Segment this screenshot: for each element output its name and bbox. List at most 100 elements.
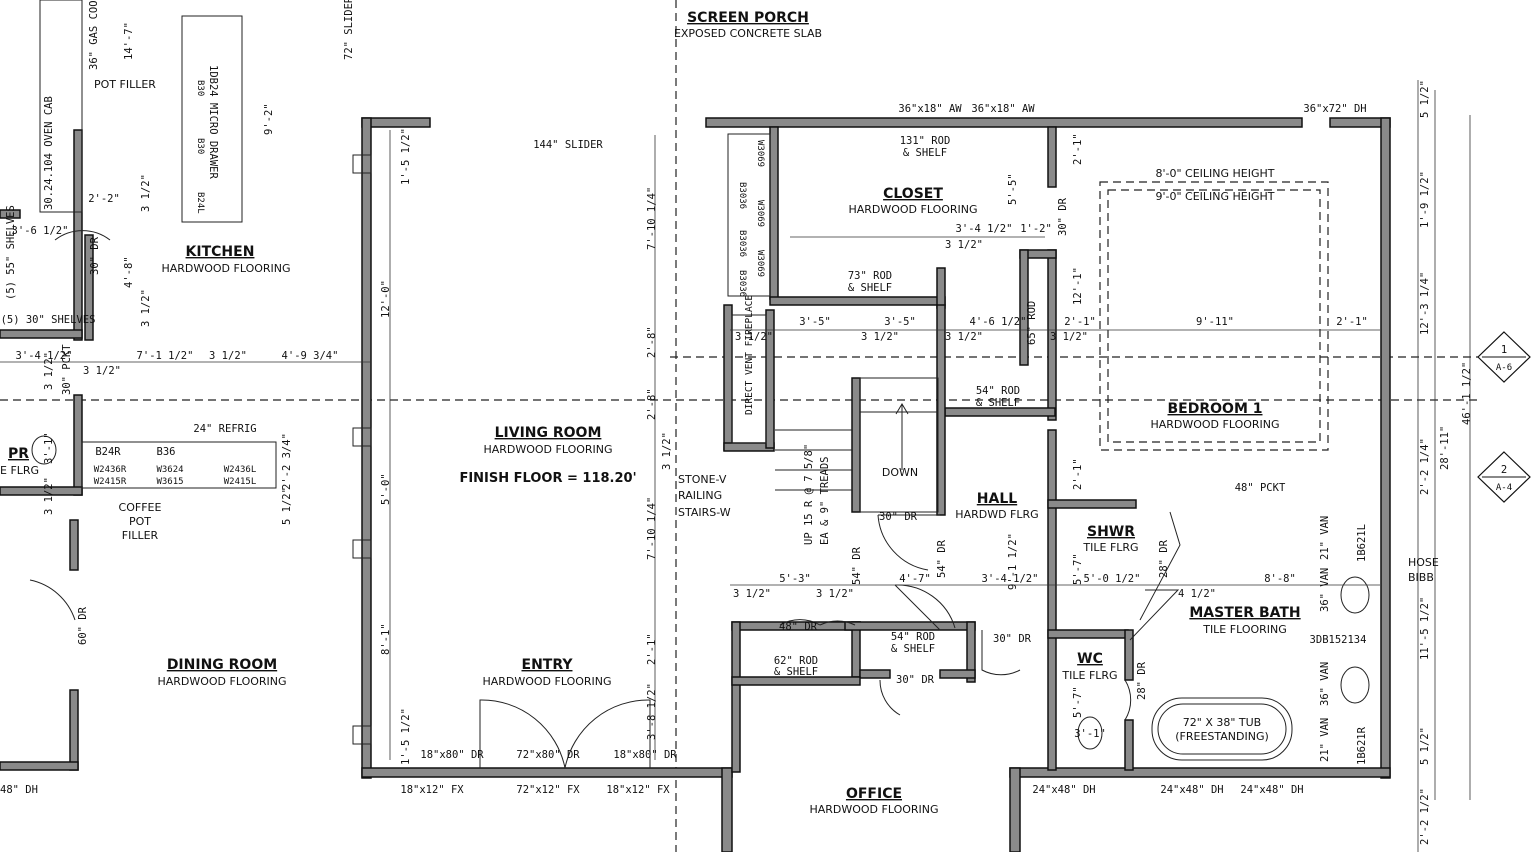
dim-7-10-a: 7'-10 1/4" — [646, 187, 658, 250]
room-note-screen-porch: EXPOSED CONCRETE SLAB — [674, 27, 822, 40]
sink-lower — [1340, 666, 1370, 704]
toilet-wc — [1077, 716, 1103, 750]
note-w3624: W3624 — [156, 465, 183, 475]
dim-3-1-2-b: 3 1/2" — [140, 289, 152, 327]
room-name-screen-porch: SCREEN PORCH — [687, 10, 809, 26]
room-name-closet: CLOSET — [883, 186, 943, 202]
note-dh-left: 48" DH — [0, 784, 38, 796]
dim-2-2-34: 2'-2 3/4" — [281, 433, 293, 490]
dim-2-2: 2'-2" — [88, 193, 120, 205]
room-name-living-room: LIVING ROOM — [495, 425, 602, 441]
room-name-kitchen: KITCHEN — [186, 244, 255, 260]
dim-4-9-34: 4'-9 3/4" — [282, 350, 339, 362]
room-floor-kitchen: HARDWOOD FLOORING — [161, 262, 290, 275]
note-rod-73: 73" ROD — [848, 270, 892, 282]
dim-3-1-2-h: 3 1/2" — [735, 331, 773, 343]
dim-2-1-a: 2'-1" — [646, 633, 658, 665]
tub-inner — [1157, 703, 1287, 755]
note-b3036a: B3036 — [737, 182, 747, 209]
note-fx2: 72"x12" FX — [516, 784, 580, 796]
note-w3069c: W3069 — [755, 250, 765, 277]
dim-1-2: 1'-2" — [1020, 223, 1052, 235]
room-name-wc: WC — [1077, 651, 1103, 667]
note-b24r: B24R — [95, 446, 121, 458]
dim-2-8-b: 2'-8" — [646, 388, 658, 420]
door-swings — [29, 230, 1181, 769]
dim-12-0: 12'-0" — [380, 280, 392, 318]
dim-3-1-2-c: 3 1/2" — [83, 365, 121, 377]
note-down: DOWN — [882, 466, 918, 479]
note-pckt30: 30" PCKT — [61, 344, 73, 395]
note-oven: 30.24.104 OVEN CAB — [43, 96, 55, 210]
note-cab3: 1B621R — [1356, 726, 1368, 765]
room-floor-living-room: HARDWOOD FLOORING — [483, 443, 612, 456]
ceiling-outline-inner — [1107, 189, 1321, 443]
note-cooktop: 36" GAS COOKTOP — [88, 0, 100, 70]
note-coffee: COFFEE — [119, 501, 162, 514]
note-rod-131-shelf: & SHELF — [903, 147, 947, 159]
dim-3-4-half: 3'-4 1/2" — [16, 350, 73, 362]
room-floor-bedroom1: HARDWOOD FLOORING — [1150, 418, 1279, 431]
dim-3-1-2-a: 3 1/2" — [140, 174, 152, 212]
note-coffee-filler: FILLER — [122, 529, 159, 542]
room-name-dining-room: DINING ROOM — [167, 657, 277, 673]
room-name-shwr: SHWR — [1087, 524, 1135, 540]
note-rod-54a: 54" ROD — [976, 385, 1020, 397]
kitchen-upper-cab — [181, 15, 243, 223]
note-rod-54b: 54" ROD — [891, 631, 935, 643]
note-rod-54a-shelf: & SHELF — [976, 397, 1020, 409]
note-fx3: 18"x12" FX — [606, 784, 670, 796]
note-stairs: STAIRS-W — [678, 506, 731, 519]
dim-28-11: 28'-11" — [1439, 426, 1451, 470]
dim-5-half: 5 1/2" — [281, 487, 293, 525]
note-dh-b2: 24"x48" DH — [1160, 784, 1223, 796]
note-dr30b: 30" DR — [879, 511, 918, 523]
dim-5-3: 5'-3" — [779, 573, 811, 585]
note-tub: 72" X 38" TUB — [1183, 716, 1261, 729]
note-b3036c: B3036 — [737, 270, 747, 297]
dim-3-5-b: 3'-5" — [884, 316, 916, 328]
note-pckt48: 48" PCKT — [1235, 482, 1286, 494]
room-floor-office: HARDWOOD FLOORING — [809, 803, 938, 816]
note-refrig: 24" REFRIG — [193, 423, 256, 435]
dimension-lines — [0, 80, 1471, 852]
dim-3-1-2-g: 3 1/2" — [661, 432, 673, 470]
dim-5-0: 5'-0" — [380, 473, 392, 505]
note-fx1: 18"x12" FX — [400, 784, 464, 796]
note-slider-72: 72" SLIDER — [343, 0, 355, 60]
dim-5-7-b: 5'-7" — [1072, 686, 1084, 718]
dim-4-8: 4'-8" — [123, 256, 135, 288]
note-hose: HOSE — [1408, 556, 1439, 569]
note-pot-filler: POT FILLER — [94, 78, 156, 91]
dim-5-half-c: 5 1/2" — [1419, 727, 1431, 765]
note-w3615: W3615 — [156, 477, 183, 487]
note-up: UP 15 R @ 7 5/8" — [803, 444, 815, 545]
dim-2-1-b: 2'-1" — [1072, 133, 1084, 165]
dim-2-2-14: 2'-2 1/4" — [1419, 438, 1431, 495]
note-dh-b1: 24"x48" DH — [1032, 784, 1095, 796]
finish-floor-note: FINISH FLOOR = 118.20' — [459, 471, 636, 486]
dim-3-1-2-l: 3 1/2" — [1050, 331, 1088, 343]
note-w2436r: W2436R — [94, 465, 127, 475]
dim-3-8-half: 3'-8 1/2" — [646, 683, 658, 740]
dim-4-6-half: 4'-6 1/2" — [970, 316, 1027, 328]
dim-1-5-half-b: 1'-5 1/2" — [400, 708, 412, 765]
note-micro: 1DB24 MICRO DRAWER — [207, 65, 219, 179]
dim-9-1-half: 9'-1 1/2" — [1007, 533, 1019, 590]
dim-8-8: 8'-8" — [1264, 573, 1296, 585]
room-floor-pr: E FLRG — [0, 464, 39, 477]
dim-3-1-2-n: 3 1/2" — [816, 588, 854, 600]
note-railing: RAILING — [678, 489, 722, 502]
dim-4-half: 4 1/2" — [1178, 588, 1216, 600]
room-name-pr: PR — [8, 446, 29, 462]
dim-3-5-a: 3'-5" — [799, 316, 831, 328]
dim-12-1: 12'-1" — [1072, 267, 1084, 305]
dim-12-3-14: 12'-3 1/4" — [1419, 272, 1431, 335]
dim-2-1-d: 2'-1" — [1336, 316, 1368, 328]
dim-3-1-2-i: 3 1/2" — [861, 331, 899, 343]
dim-3-1-2-j: 3 1/2" — [945, 239, 983, 251]
note-aw2: 36"x18" AW — [971, 103, 1035, 115]
note-rod-73-shelf: & SHELF — [848, 282, 892, 294]
note-aw1: 36"x18" AW — [898, 103, 962, 115]
